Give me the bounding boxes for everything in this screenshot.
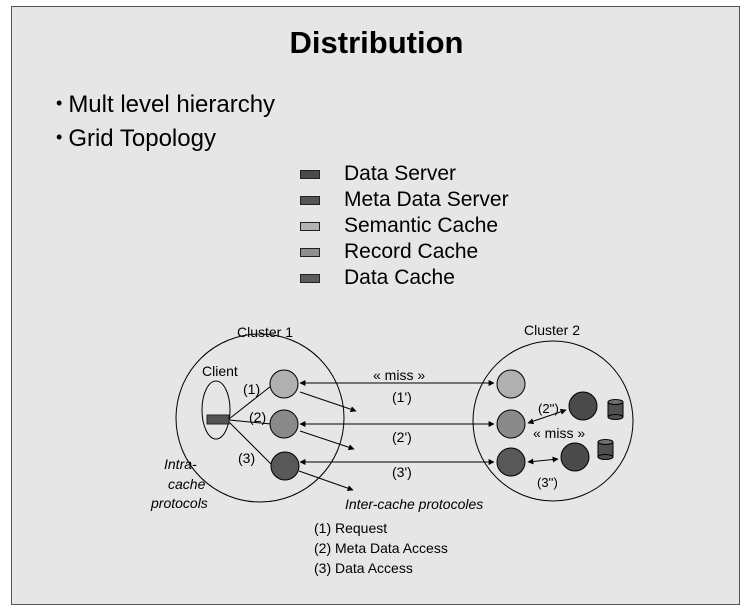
bullet-text: Grid Topology [68, 125, 216, 152]
slide: Distribution •Mult level hierarchy •Grid… [11, 6, 740, 605]
legend-item-meta-data-server: Meta Data Server [300, 187, 509, 213]
note-request: (1) Request [314, 520, 387, 536]
broadcast-arrow-3 [298, 470, 354, 492]
miss-label-right: « miss » [533, 425, 585, 441]
note-meta-data-access: (2) Meta Data Access [314, 540, 448, 556]
legend-item-data-server: Data Server [300, 161, 509, 187]
intra-cache-label-line-2: cache [168, 476, 206, 492]
slide-title: Distribution [289, 25, 464, 60]
bullet-text: Mult level hierarchy [68, 91, 276, 118]
legend: Data Server Meta Data Server Semantic Ca… [300, 161, 509, 291]
legend-label: Record Cache [344, 240, 479, 263]
database-icon [607, 399, 624, 420]
step-3-double-prime-label: (3'') [537, 475, 558, 490]
semantic-cache-node-cluster-2 [496, 369, 526, 399]
step-3-label: (3) [238, 450, 255, 466]
semantic-cache-node-cluster-1 [269, 369, 299, 399]
meta-data-arrow [527, 408, 567, 425]
cluster-2-label: Cluster 2 [524, 322, 580, 338]
legend-label: Semantic Cache [344, 214, 499, 237]
inter-cache-label: Inter-cache protocoles [345, 496, 483, 512]
intra-cache-label-line-3: protocols [150, 495, 208, 511]
bullet-dot: • [56, 127, 63, 147]
data-server-arrow [527, 456, 559, 465]
legend-label: Data Server [344, 162, 457, 185]
legend-item-data-cache: Data Cache [300, 265, 509, 291]
step-2-prime-label: (2') [392, 429, 412, 445]
legend-label: Meta Data Server [344, 188, 509, 211]
bullet-item: •Grid Topology [56, 121, 275, 155]
record-cache-node-cluster-1 [269, 409, 299, 439]
broadcast-arrow-2 [299, 430, 355, 451]
client-label: Client [202, 363, 238, 379]
bullet-item: •Mult level hierarchy [56, 87, 275, 121]
cluster-1-label: Cluster 1 [237, 324, 293, 340]
legend-swatch [300, 273, 320, 283]
meta-data-server-node [568, 391, 598, 421]
legend-swatch [300, 247, 320, 257]
cluster-1-circle [175, 333, 345, 503]
legend-swatch [300, 195, 320, 205]
client-line-3 [228, 421, 272, 465]
broadcast-arrow-1 [299, 391, 357, 413]
data-cache-node-cluster-2 [496, 447, 526, 477]
note-data-access: (3) Data Access [314, 560, 413, 576]
client-line-1 [228, 385, 272, 420]
database-icon [597, 439, 614, 460]
legend-swatch [300, 221, 320, 231]
data-server-node [560, 442, 590, 472]
legend-item-semantic-cache: Semantic Cache [300, 213, 509, 239]
legend-swatch [300, 169, 320, 179]
legend-item-record-cache: Record Cache [300, 239, 509, 265]
bullet-dot: • [56, 93, 63, 113]
client-server-box [206, 414, 230, 425]
intra-cache-label-line-1: Intra- [164, 456, 197, 472]
miss-label-top: « miss » [373, 367, 425, 383]
client-line-2 [228, 419, 272, 425]
step-1-label: (1) [243, 381, 260, 397]
bullet-list: •Mult level hierarchy •Grid Topology [56, 87, 275, 155]
legend-label: Data Cache [344, 266, 455, 289]
step-2-label: (2) [249, 409, 266, 425]
client-ellipse [201, 380, 231, 440]
step-2-double-prime-label: (2'') [538, 401, 559, 416]
record-cache-node-cluster-2 [496, 409, 526, 439]
step-3-prime-label: (3') [392, 464, 412, 480]
data-cache-node-cluster-1 [270, 451, 300, 481]
step-1-prime-label: (1') [392, 389, 412, 405]
